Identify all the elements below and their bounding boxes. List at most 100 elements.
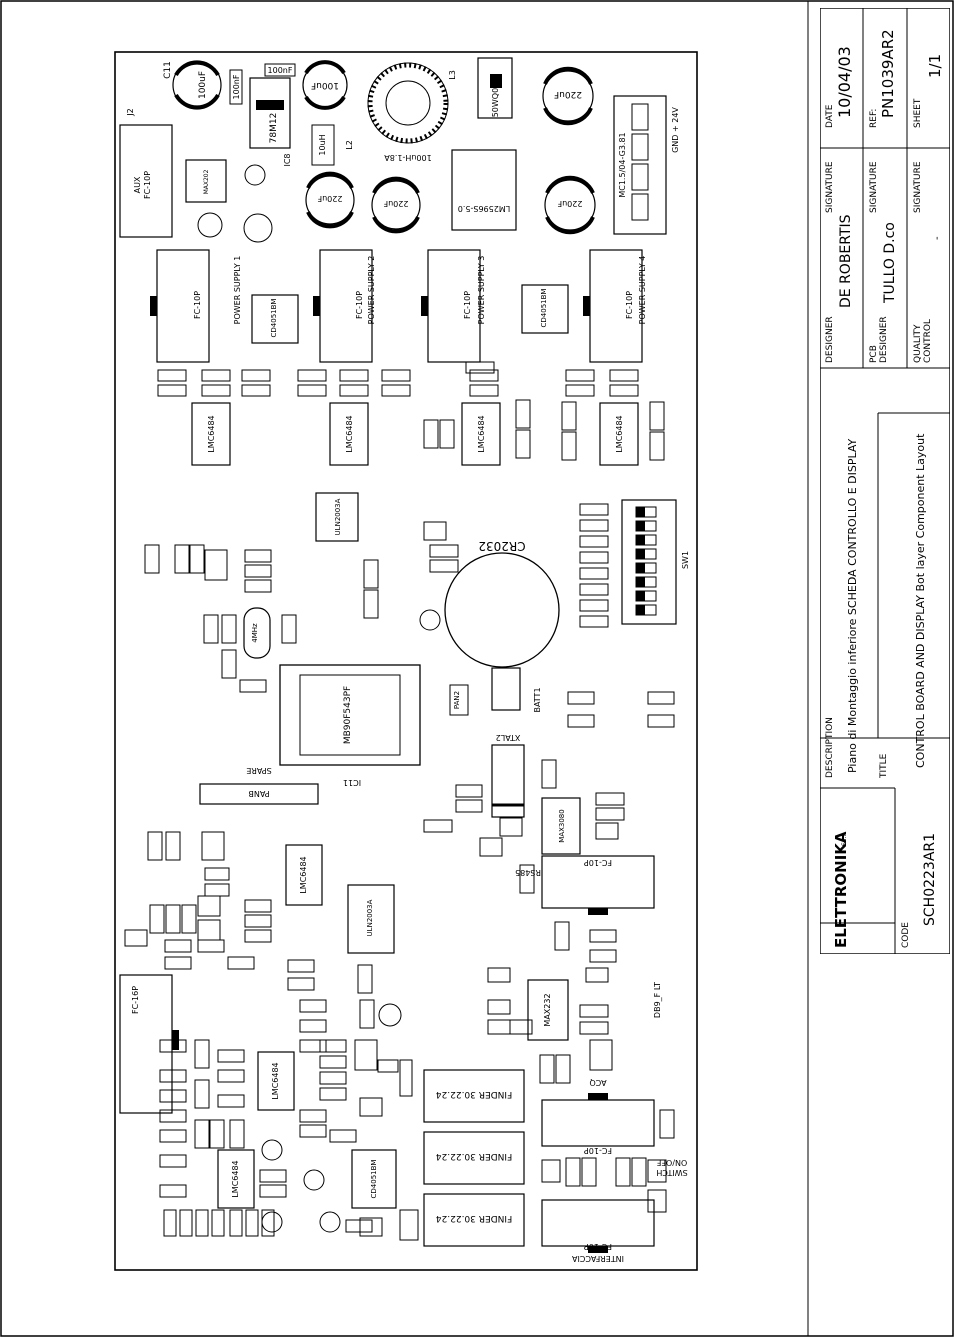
- ps2-type: FC-10P: [355, 291, 364, 319]
- connector-j4-panb: PANB SPARE: [199, 766, 319, 805]
- board-outline: [114, 51, 698, 1271]
- aux-type: FC-10P: [143, 171, 152, 199]
- c64-value: 220uF: [383, 199, 408, 208]
- c40-value: 100nF: [268, 66, 293, 75]
- capacitor-c47: 100uF: [302, 60, 348, 110]
- date-value: 10/04/03: [835, 46, 854, 118]
- ic25-value: LMC6484: [615, 415, 624, 452]
- passive-components-left: [124, 544, 378, 1237]
- crystal-xtal2: XTAL2: [491, 733, 525, 818]
- ic19-value: LM2596S-5.0: [458, 204, 510, 213]
- ic25-lmc6484: LMC6484: [599, 402, 639, 466]
- capacitor-c55: 220uF: [305, 171, 355, 229]
- ic20-value: MAX232: [543, 993, 552, 1026]
- ic9-value: LMC6484: [299, 856, 308, 893]
- j3-value: FC-16P: [131, 986, 140, 1014]
- designer-value: DE ROBERTIS: [838, 214, 854, 308]
- onoff-switch-label: ON/OFF SWITCH: [656, 1158, 687, 1177]
- pcb-designer-value: TULLO D.co: [882, 222, 898, 304]
- title-block-border: [820, 8, 950, 954]
- cr2032-label: CR2032: [478, 539, 525, 553]
- signature-label-1: SIGNATURE: [825, 161, 835, 213]
- aux-label: AUX: [133, 176, 142, 193]
- relay-rly3: FINDER 30.22.24: [423, 1069, 525, 1123]
- passive-components-right: [359, 361, 675, 1241]
- ic13-value: LMC6484: [345, 415, 354, 452]
- ic9-lmc6484: LMC6484: [285, 844, 323, 906]
- c11-ref: C11: [163, 61, 173, 79]
- company-logo: ELETTRONIKA: [832, 831, 850, 948]
- ic15-uln2003a: ULN2003A: [347, 884, 395, 954]
- dip-switch-sw1: SW1: [621, 499, 690, 625]
- ic21-lmc6484: LMC6484: [217, 1149, 255, 1209]
- relay-rly1: FINDER 30.22.24: [423, 1193, 525, 1247]
- connector-j12-power-supply-4: FC-10P POWER SUPPLY 4: [583, 249, 647, 363]
- ic12-uln2003a: ULN2003A: [315, 492, 359, 542]
- terminal-block-j14: MC1.5/04-G3.81 GND + 24V: [613, 95, 680, 235]
- ic22-value: MAX3080: [558, 809, 566, 842]
- capacitor-c85: 220uF: [544, 175, 596, 235]
- l2-value: 10uH: [318, 134, 327, 155]
- j14-value: MC1.5/04-G3.81: [618, 132, 627, 197]
- d23-value: 50WQ06: [491, 83, 500, 118]
- ic5-value: MAX202: [203, 169, 210, 194]
- j9-type: FC-10P: [584, 1242, 612, 1251]
- connector-j11-rs485: FC-10P RS485: [515, 855, 655, 915]
- c85-value: 220uF: [557, 199, 582, 208]
- relay-rly2: FINDER 30.22.24: [423, 1131, 525, 1185]
- pcb-designer-label-1: PCB: [869, 345, 879, 363]
- inductor-l3: L3 100uH-1.8A: [367, 62, 457, 162]
- ic18-lmc6484: LMC6484: [461, 402, 501, 466]
- rly2-value: FINDER 30.22.24: [436, 1151, 513, 1161]
- sheet-label: SHEET: [913, 98, 923, 128]
- ic12-value: ULN2003A: [334, 498, 342, 535]
- capacitor-c64: 220uF: [371, 176, 421, 234]
- rly3-value: FINDER 30.22.24: [436, 1089, 513, 1099]
- connector-j1-power-supply-1: FC-10P POWER SUPPLY 1: [150, 249, 242, 363]
- sw1-ref: SW1: [681, 551, 690, 569]
- ic5-max202: MAX202: [185, 159, 227, 203]
- electrolytic-caps-lower: [197, 164, 441, 1233]
- c47-value: 100uF: [311, 80, 339, 90]
- ic15-value: ULN2003A: [366, 899, 374, 936]
- rs485-label: RS485: [515, 868, 541, 877]
- title-block: DATE 10/04/03 REF: PN1039AR2 SHEET 1/1 S…: [820, 8, 950, 954]
- ic20-max232: MAX232: [527, 979, 569, 1041]
- company-logo-suffix: S.r.l.: [841, 833, 848, 846]
- j10-type: FC-10P: [584, 1146, 612, 1155]
- pan2-label: PAN2: [453, 691, 461, 709]
- code-value: SCH0223AR1: [922, 833, 938, 926]
- ic13-lmc6484: LMC6484: [329, 402, 369, 466]
- ps3-type: FC-10P: [463, 291, 472, 319]
- rly1-value: FINDER 30.22.24: [436, 1213, 513, 1223]
- ref-value: PN1039AR2: [879, 29, 897, 118]
- title-label: TITLE: [879, 753, 889, 779]
- date-label: DATE: [825, 104, 835, 128]
- designer-label: DESIGNER: [825, 316, 835, 363]
- connector-j7-pan2: PAN2: [449, 684, 469, 716]
- ic10-lmc6484: LMC6484: [257, 1051, 295, 1111]
- panb-label: PANB: [248, 789, 269, 798]
- description-label: DESCRIPTION: [825, 717, 835, 778]
- onoff-text: ON/OFF: [656, 1158, 687, 1167]
- l2-ref: L2: [345, 140, 354, 150]
- ic21-value: LMC6484: [231, 1160, 240, 1197]
- capacitor-c86: 220uF: [542, 66, 594, 126]
- ic16-value: CD4051BM: [370, 1160, 378, 1199]
- ref-label: REF:: [869, 109, 879, 128]
- db9-label: DB9_F LT: [653, 982, 662, 1018]
- ps1-type: FC-10P: [193, 291, 202, 319]
- ic16-cd4051: CD4051BM: [351, 1149, 397, 1209]
- ic7-value: CD4051BM: [270, 299, 278, 338]
- capacitor-c40: 100nF: [264, 63, 296, 77]
- crystal-xtal1: 4MHz: [243, 607, 271, 659]
- resistor-array-sw1: [579, 503, 609, 628]
- connector-j3: FC-16P: [119, 974, 179, 1114]
- ic7-cd4051: CD4051BM: [251, 294, 299, 344]
- j2-ref: J2: [126, 108, 135, 116]
- l3-ref: L3: [448, 70, 457, 80]
- ic10-value: LMC6484: [271, 1062, 280, 1099]
- ic22-max3080: MAX3080: [541, 797, 581, 855]
